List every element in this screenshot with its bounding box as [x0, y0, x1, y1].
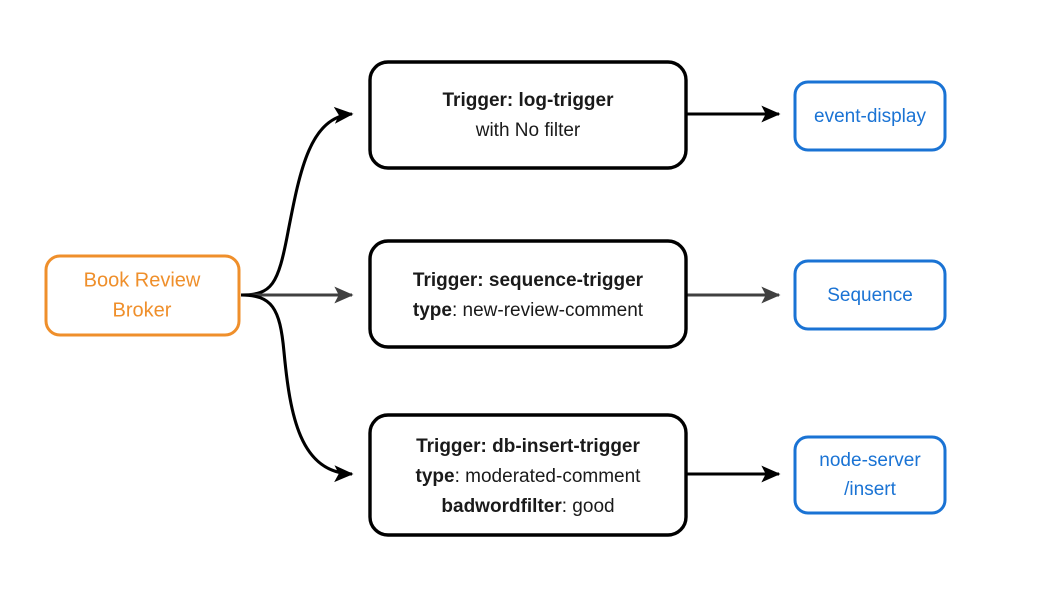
target-sequence-label: Sequence — [827, 285, 913, 306]
node-book-review-broker[interactable]: Book Review Broker — [44, 254, 241, 337]
trigger-db-insert-trigger-line2: type: moderated-comment — [416, 466, 642, 487]
trigger-log-trigger-line1: Trigger: log-trigger — [443, 90, 615, 111]
target-box-event-display[interactable] — [793, 80, 947, 152]
edge-broker-to-log-trigger — [240, 106, 354, 297]
node-target-event-display[interactable]: event-display — [793, 80, 947, 152]
target-box-node-server-insert[interactable] — [793, 435, 947, 515]
target-event-display-label: event-display — [814, 106, 926, 127]
trigger-box-db-insert-trigger[interactable] — [368, 413, 688, 537]
edge-broker-to-db-insert-trigger — [240, 293, 354, 483]
node-trigger-db-insert-trigger[interactable]: Trigger: db-insert-trigger type: moderat… — [368, 413, 688, 537]
target-node-server-label-line1: node-server — [819, 450, 921, 471]
trigger-log-trigger-line2: with No filter — [475, 120, 581, 141]
broker-label-line1: Book Review — [84, 269, 201, 291]
trigger-sequence-trigger-line2: type: new-review-comment — [413, 300, 644, 321]
trigger-db-insert-trigger-line3: badwordfilter: good — [441, 496, 614, 517]
node-target-sequence[interactable]: Sequence — [793, 259, 947, 331]
trigger-box-sequence-trigger[interactable] — [368, 239, 688, 349]
node-trigger-sequence-trigger[interactable]: Trigger: sequence-trigger type: new-revi… — [368, 239, 688, 349]
node-target-node-server-insert[interactable]: node-server /insert — [793, 435, 947, 515]
trigger-sequence-trigger-line1: Trigger: sequence-trigger — [413, 270, 644, 291]
trigger-db-insert-trigger-line1: Trigger: db-insert-trigger — [416, 436, 640, 457]
broker-box[interactable] — [44, 254, 241, 337]
trigger-box-log-trigger[interactable] — [368, 60, 688, 170]
target-box-sequence[interactable] — [793, 259, 947, 331]
node-trigger-log-trigger[interactable]: Trigger: log-trigger with No filter — [368, 60, 688, 170]
target-node-server-label-line2: /insert — [844, 479, 896, 500]
broker-label-line2: Broker — [113, 299, 172, 321]
